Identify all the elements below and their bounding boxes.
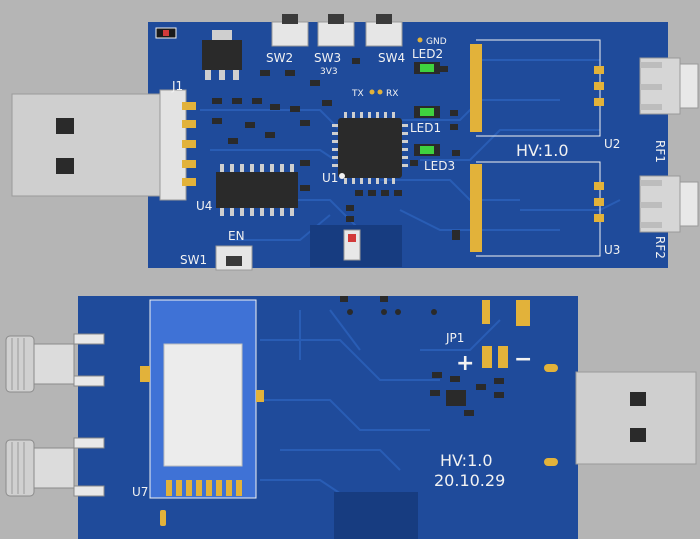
label-led1: LED1 [410, 121, 441, 135]
label-u7: U7 [132, 485, 148, 499]
rf-connector-rf2 [639, 175, 699, 233]
label-bottom-version: HV:1.0 [440, 451, 493, 470]
red-smd-part [163, 30, 169, 36]
pin1-dot [339, 173, 345, 179]
switch-sw3 [317, 14, 355, 47]
voltage-regulator [202, 30, 242, 80]
sma-connector-bottom [5, 437, 105, 497]
bottom-board: U7 JP1 + − HV:1 [5, 296, 697, 539]
slot-pad-bottom [544, 458, 558, 466]
label-sw1: SW1 [180, 253, 207, 267]
switch-sw4 [365, 14, 403, 47]
label-3v3: 3V3 [320, 67, 338, 77]
bottom-pad-left [160, 510, 166, 526]
rf-module-u3-outline [470, 161, 604, 257]
rf-connector-rf1 [639, 57, 699, 115]
label-led3: LED3 [424, 159, 455, 173]
usb-plug-top [11, 89, 196, 201]
top-board: J1 [11, 14, 699, 271]
tx-pad [369, 89, 375, 95]
rx-pad [377, 89, 383, 95]
label-sw3: SW3 [314, 51, 341, 65]
switch-sw1 [215, 245, 253, 271]
label-u4: U4 [196, 199, 212, 213]
switch-sw2 [271, 14, 309, 47]
label-rf2: RF2 [653, 236, 667, 259]
label-u1: U1 [322, 171, 338, 185]
chip-u4 [216, 164, 298, 216]
bottom-ground-patch [334, 492, 418, 539]
label-j1: J1 [171, 79, 183, 93]
passive-components-top [212, 58, 460, 240]
passive-components-bottom [340, 296, 504, 416]
label-top-version: HV:1.0 [516, 141, 569, 160]
label-sw2: SW2 [266, 51, 293, 65]
label-u3: U3 [604, 243, 620, 257]
rf-module-u2-outline [470, 39, 604, 137]
label-plus: + [456, 351, 474, 376]
label-rf1: RF1 [653, 140, 667, 163]
label-rx: RX [386, 89, 398, 99]
led3 [414, 144, 440, 156]
slot-pad-top [544, 364, 558, 372]
sma-connector-top [5, 333, 105, 393]
led2 [414, 62, 440, 74]
module-u7 [140, 299, 264, 499]
bottom-board-traces [260, 309, 501, 501]
label-bottom-date: 20.10.29 [434, 471, 505, 490]
bottom-smd-red [348, 234, 356, 242]
label-sw4: SW4 [378, 51, 405, 65]
gnd-pad [417, 37, 423, 43]
label-led2: LED2 [412, 47, 443, 61]
label-tx: TX [351, 89, 364, 99]
label-gnd: GND [426, 37, 447, 47]
label-minus: − [514, 347, 532, 372]
usb-plug-bottom [575, 371, 697, 465]
chip-u1 [332, 112, 408, 184]
label-u2: U2 [604, 137, 620, 151]
label-jp1: JP1 [445, 331, 464, 345]
led1 [414, 106, 440, 118]
label-en: EN [228, 229, 245, 243]
jumper-jp1 [482, 300, 530, 368]
